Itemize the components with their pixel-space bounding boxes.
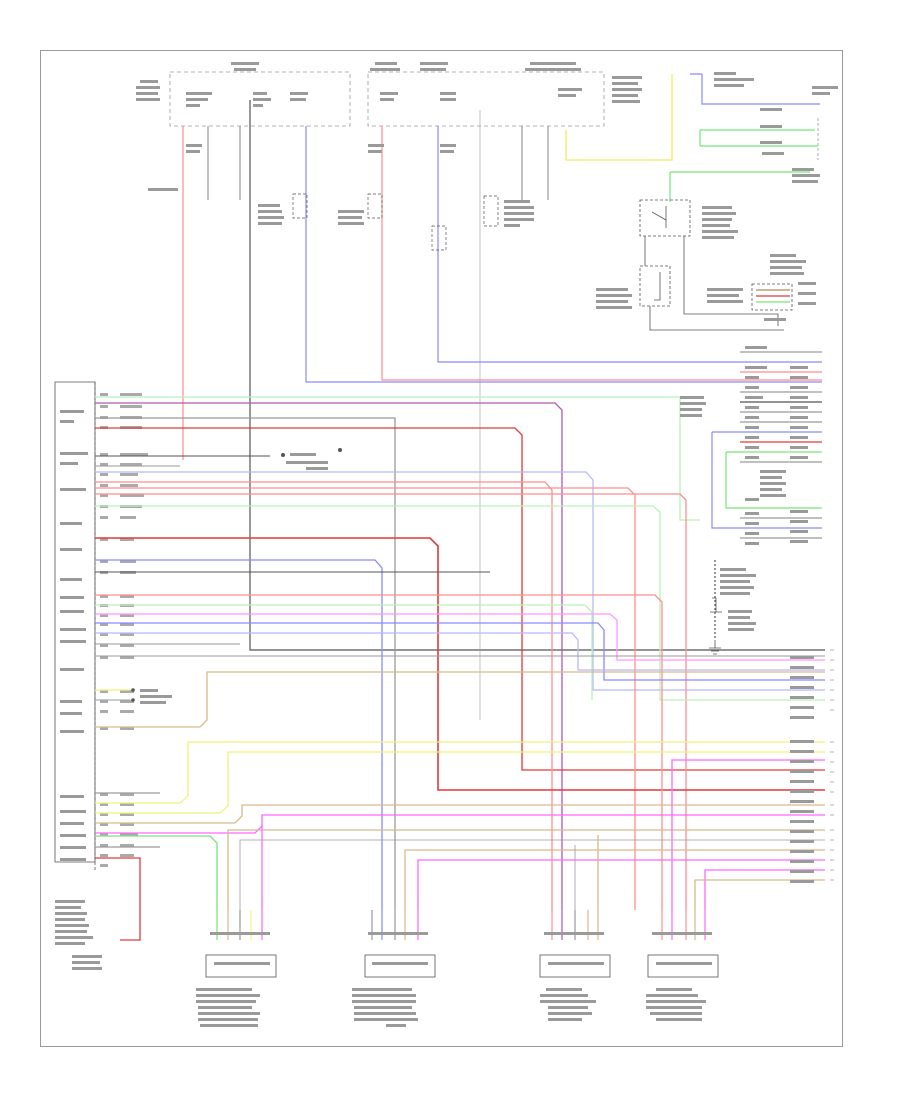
- wire-yellow-l12: [404, 849, 825, 910]
- ecu-lower-wires: [95, 741, 825, 941]
- wire-gray-l10: [239, 839, 825, 910]
- wire-blue-17: [95, 622, 825, 681]
- wire-green-10: [95, 505, 825, 701]
- wire-tan-l4: [95, 804, 825, 824]
- ground-icon: [709, 640, 721, 655]
- wire-blue-18: [95, 632, 825, 671]
- connector-icon: [131, 698, 135, 702]
- ecu-harness-wires: [95, 396, 825, 910]
- wire-red-3: [95, 427, 825, 771]
- wire-red-drop-mid: [381, 126, 822, 381]
- right-component-blocks: [639, 171, 810, 331]
- right-connector-list: [711, 351, 822, 640]
- park-neutral-switch: [639, 265, 671, 307]
- connector-icon: [338, 448, 342, 452]
- bottom-connector-4: [646, 910, 719, 1021]
- switch-icon: [710, 597, 722, 613]
- wire-blue-6: [95, 471, 825, 691]
- wire-red-9: [95, 493, 687, 910]
- fuse-box-drops: [182, 100, 825, 720]
- wire-green-15: [95, 604, 593, 700]
- wire-tan-l9: [227, 829, 825, 910]
- connector-1-body: [205, 954, 277, 978]
- top-junction-boxes: [169, 71, 605, 127]
- wire-blue-drop-center: [437, 126, 822, 363]
- top-labels: [136, 62, 838, 107]
- wire-red-14: [95, 594, 663, 910]
- wire-pink-16: [95, 613, 825, 661]
- middle-labels: [131, 448, 342, 704]
- ecu-labels: [55, 410, 102, 970]
- connector-icon: [281, 453, 285, 457]
- wire-red-8: [95, 487, 636, 910]
- wire-tan-23: [95, 671, 825, 728]
- main-ecu: [54, 381, 96, 870]
- bottom-connector-3: [539, 910, 611, 1021]
- relay-boxes: [292, 193, 499, 251]
- connector-4-body: [647, 954, 719, 978]
- diagram-frame: [40, 50, 843, 1047]
- fuse-box-left: [169, 71, 351, 127]
- wire-gray-drop-3: [249, 100, 825, 651]
- right-connector-labels: [680, 346, 814, 883]
- wire-gray-2: [95, 417, 396, 910]
- wire-pink-1: [95, 402, 563, 910]
- connector-3-body: [539, 954, 611, 978]
- connector-2-body: [364, 954, 436, 978]
- connector-icon: [131, 688, 135, 692]
- wire-red-11: [95, 537, 825, 791]
- right-edge-ticks: [830, 649, 834, 881]
- bottom-connector-1: [196, 910, 277, 1027]
- wire-pink-l16: [704, 869, 825, 910]
- fuse-box-right: [367, 71, 605, 127]
- wire-blue-12: [95, 559, 383, 910]
- wire-pink-l13: [417, 859, 825, 910]
- right-labels: [596, 206, 816, 321]
- relay-labels: [148, 144, 534, 227]
- ecu-pin-labels: [100, 393, 148, 867]
- bottom-connector-2: [352, 910, 436, 1027]
- connector-block-right: [751, 283, 793, 311]
- wire-yellow-l3: [95, 751, 825, 814]
- wire-yellow-l2: [95, 741, 825, 804]
- wire-green-l6: [95, 835, 218, 910]
- wire-blue-drop-mid: [305, 126, 822, 383]
- wire-pink-l18: [671, 759, 825, 910]
- top-right-switch: [565, 73, 820, 183]
- shift-lock-switch: [639, 199, 691, 237]
- wire-tan-l17: [694, 879, 825, 910]
- wire-green-top: [95, 396, 700, 521]
- wire-red-7: [95, 481, 553, 910]
- wire-red-l8: [95, 857, 141, 941]
